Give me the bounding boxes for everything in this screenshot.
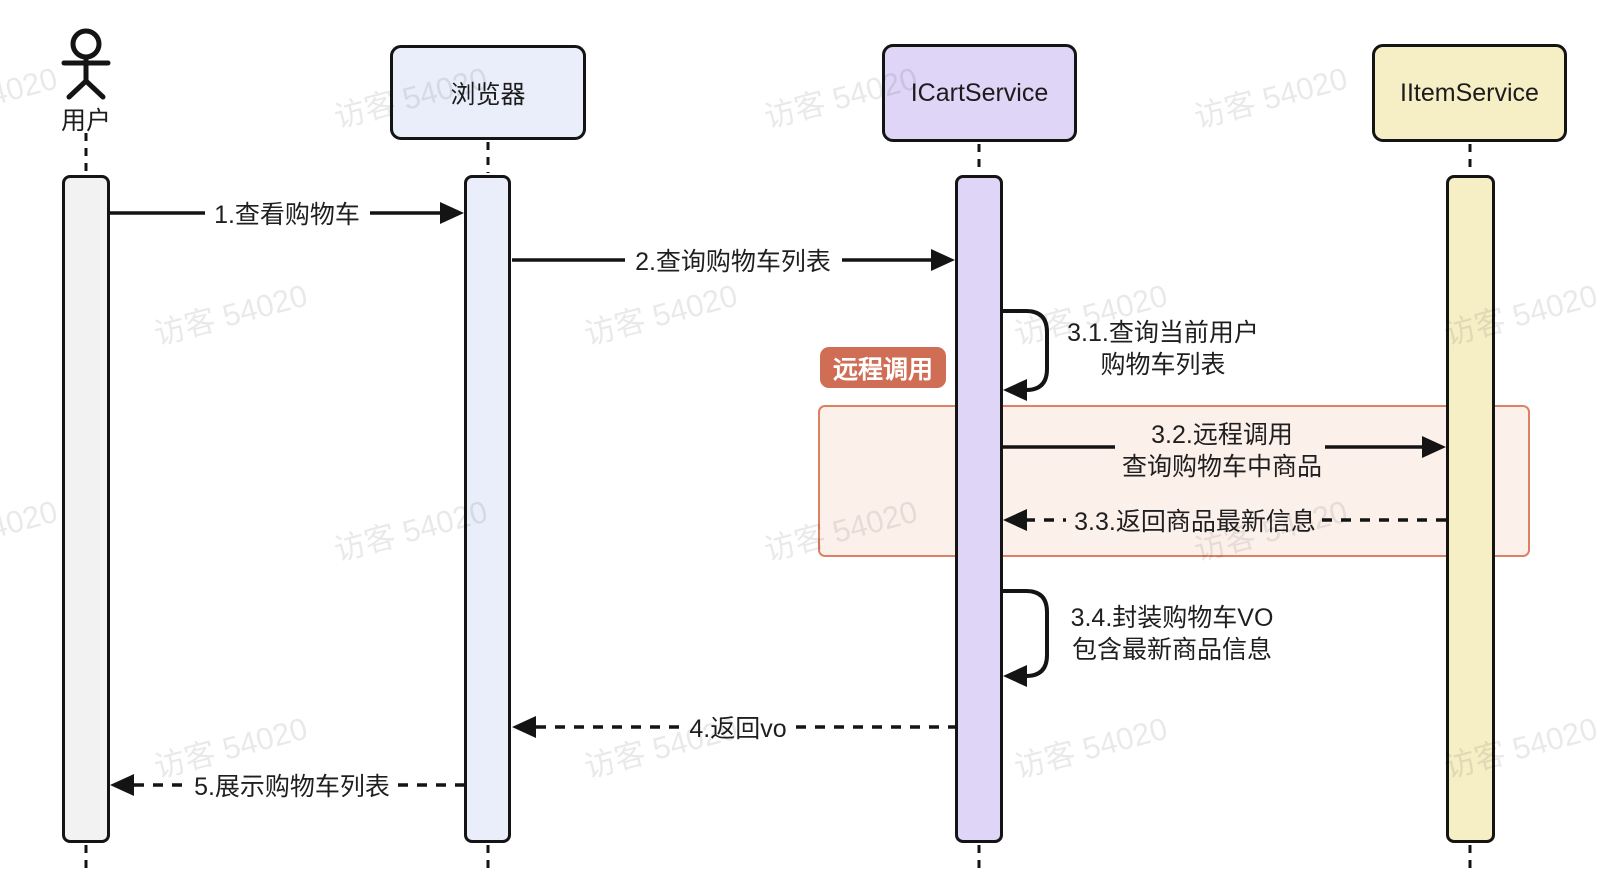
remote-call-badge-label: 远程调用	[833, 355, 934, 384]
message-3-2-label: 3.2.远程调用 查询购物车中商品	[1121, 421, 1323, 481]
message-4-label: 4.返回vo	[689, 715, 787, 743]
message-5-arrowhead	[110, 774, 134, 796]
remote-call-badge: 远程调用	[820, 347, 947, 388]
participant-box-item-service: IItemService	[1372, 44, 1567, 142]
message-3-4-self-arrow	[1003, 589, 1049, 687]
participant-label-browser: 浏览器	[450, 80, 526, 109]
participant-label-cart-service: ICartService	[910, 78, 1049, 107]
participant-label-user: 用户	[60, 107, 111, 135]
message-4-arrowhead	[512, 716, 536, 738]
message-2-arrow	[512, 249, 955, 271]
message-2-label: 2.查询购物车列表	[635, 248, 831, 276]
activation-bar-cart-service	[955, 175, 1003, 843]
participant-label-item-service: IItemService	[1400, 78, 1539, 107]
activation-bar-item-service	[1446, 175, 1495, 843]
message-5-label: 5.展示购物车列表	[194, 773, 390, 801]
lifeline-dashes	[84, 133, 1472, 868]
message-3-2-arrow	[1003, 436, 1446, 458]
participant-box-cart-service: ICartService	[882, 44, 1077, 142]
activation-bar-user	[62, 175, 110, 843]
remote-call-region	[818, 405, 1530, 557]
participant-box-browser: 浏览器	[390, 45, 586, 140]
message-3-4-label: 3.4.封装购物车VO 包含最新商品信息	[1070, 604, 1274, 664]
user-actor-icon	[61, 28, 111, 100]
message-1-arrow	[110, 202, 464, 224]
message-3-1-label: 3.1.查询当前用户 购物车列表	[1067, 319, 1259, 379]
message-3-1-self-arrow	[1003, 309, 1049, 401]
message-1-label: 1.查看购物车	[214, 201, 360, 229]
message-3-3-label: 3.3.返回商品最新信息	[1074, 508, 1316, 536]
message-3-3-arrowhead	[1003, 509, 1027, 531]
activation-bar-browser	[464, 175, 511, 843]
